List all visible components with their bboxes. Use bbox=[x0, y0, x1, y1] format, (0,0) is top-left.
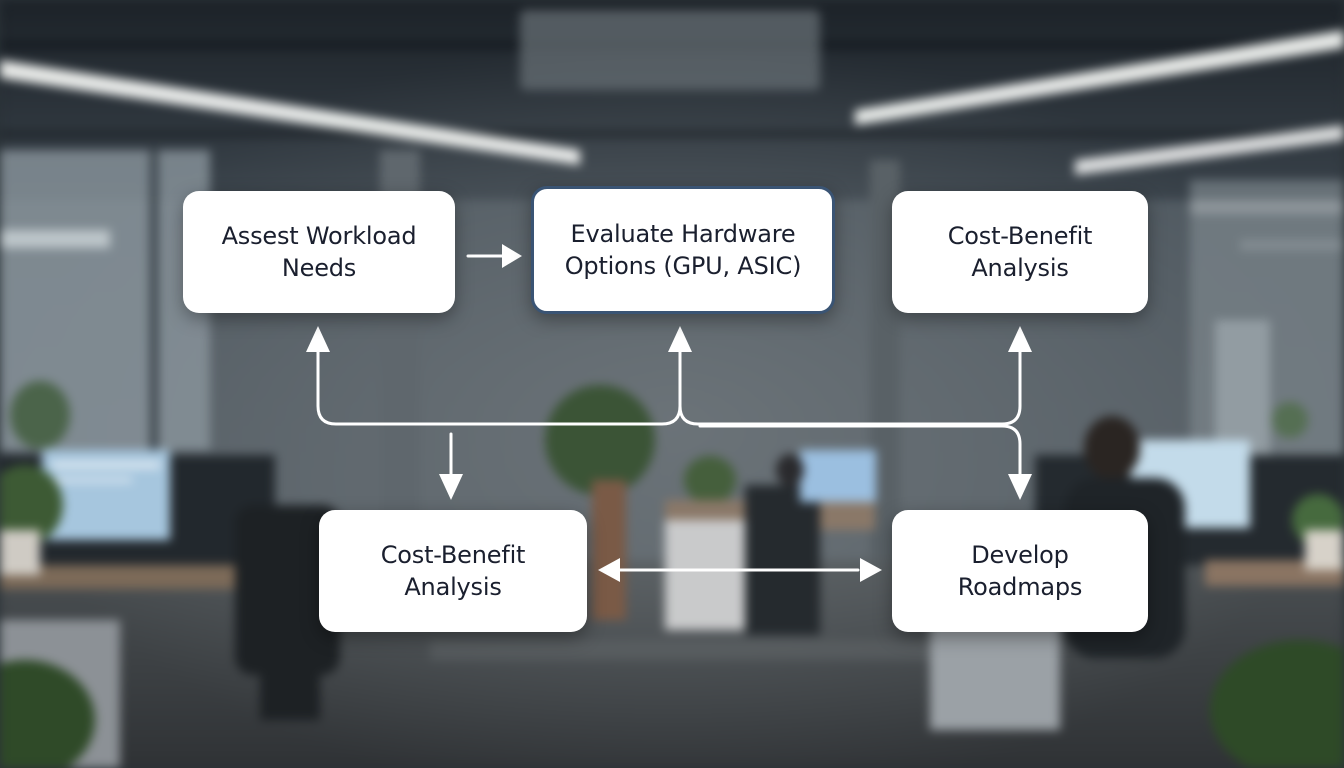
node-label: Evaluate Hardware Options (GPU, ASIC) bbox=[564, 220, 802, 280]
arrowhead-cba-bottom bbox=[439, 474, 463, 500]
arrowhead-evaluate bbox=[502, 244, 522, 268]
arrowhead-roadmap bbox=[1008, 474, 1032, 500]
node-cost-benefit-analysis-bottom: Cost-Benefit Analysis bbox=[319, 510, 587, 632]
node-label: Cost-Benefit Analysis bbox=[380, 541, 526, 601]
arrowhead-evaluate-up bbox=[668, 326, 692, 352]
arrowhead-roadmap-right bbox=[860, 558, 882, 582]
node-label: Develop Roadmaps bbox=[957, 541, 1083, 601]
arrowhead-cba-left bbox=[598, 558, 620, 582]
node-assess-workload-needs: Assest Workload Needs bbox=[183, 191, 455, 313]
arrowhead-cba-top bbox=[1008, 326, 1032, 352]
connector-network-right bbox=[678, 348, 1022, 426]
connector-network-roadmap bbox=[698, 424, 1022, 486]
node-develop-roadmaps: Develop Roadmaps bbox=[892, 510, 1148, 632]
node-label: Cost-Benefit Analysis bbox=[947, 222, 1093, 282]
node-evaluate-hardware-options: Evaluate Hardware Options (GPU, ASIC) bbox=[531, 186, 835, 314]
arrowhead-assess bbox=[306, 326, 330, 352]
node-cost-benefit-analysis-top: Cost-Benefit Analysis bbox=[892, 191, 1148, 313]
connector-network-bus bbox=[316, 348, 682, 426]
node-label: Assest Workload Needs bbox=[221, 222, 417, 282]
